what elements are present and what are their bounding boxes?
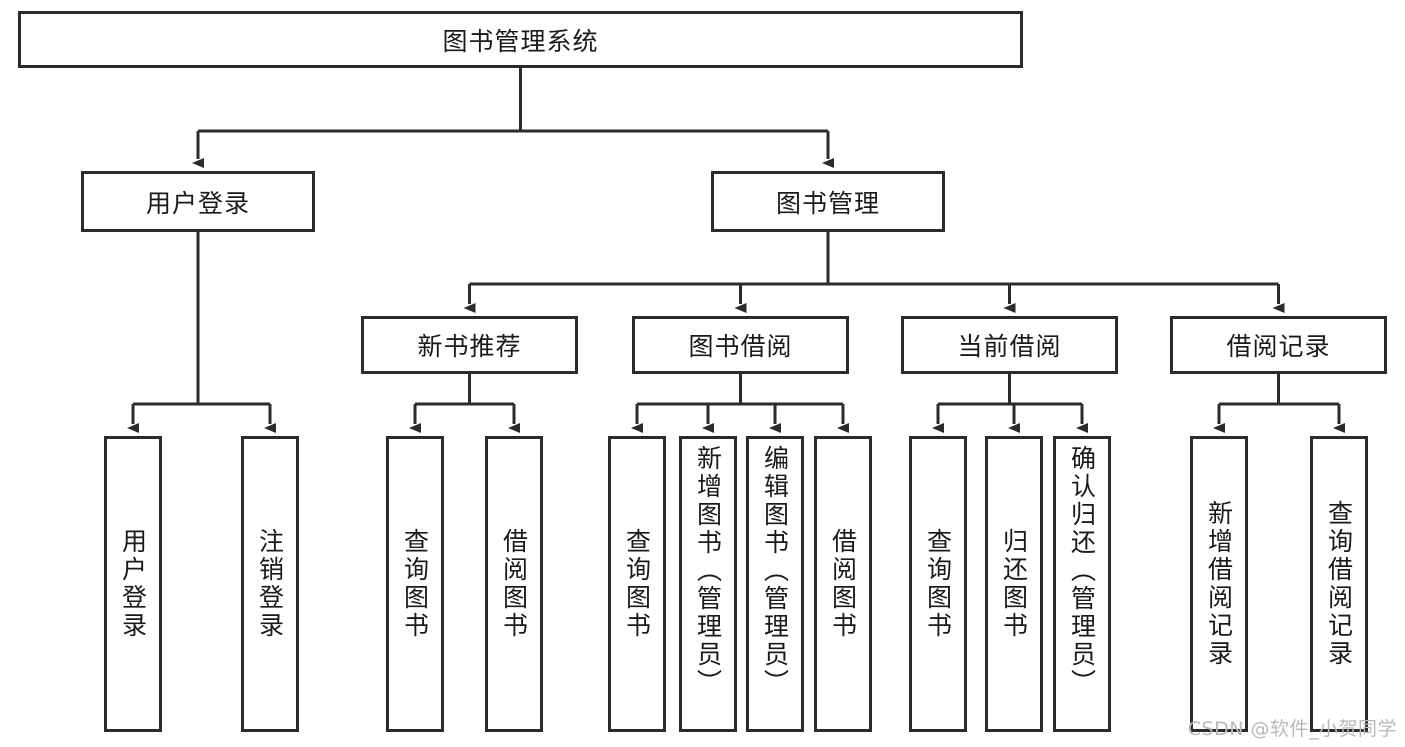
- csdn-watermark: CSDN @软件_小贺同学: [1187, 718, 1397, 740]
- node-label: 图书管理系统: [442, 26, 599, 56]
- node-label: 确认归还（管理员）: [1067, 445, 1097, 697]
- node-label: 归还图书: [999, 528, 1029, 640]
- node-leaf-add-book: 新增图书（管理员）: [679, 436, 737, 732]
- node-label: 借阅记录: [1226, 332, 1331, 361]
- node-label: 编辑图书（管理员）: [760, 445, 790, 697]
- node-root: 图书管理系统: [18, 11, 1023, 68]
- node-label: 查询图书: [400, 528, 430, 640]
- node-label: 新增借阅记录: [1204, 500, 1234, 668]
- node-label: 新增图书（管理员）: [693, 445, 723, 697]
- node-label: 查询图书: [923, 528, 953, 640]
- node-label: 借阅图书: [828, 528, 858, 640]
- node-leaf-query-record: 查询借阅记录: [1310, 436, 1368, 732]
- node-leaf-return-book: 归还图书: [985, 436, 1043, 732]
- node-leaf-logout: 注销登录: [241, 436, 299, 732]
- node-label: 借阅图书: [499, 528, 529, 640]
- node-leaf-add-record: 新增借阅记录: [1190, 436, 1248, 732]
- node-user-login: 用户登录: [81, 171, 315, 232]
- node-book-borrow: 图书借阅: [632, 316, 849, 374]
- node-new-book-rec: 新书推荐: [361, 316, 578, 374]
- node-leaf-edit-book: 编辑图书（管理员）: [746, 436, 804, 732]
- node-label: 图书借阅: [688, 332, 793, 361]
- node-leaf-query-book-rec: 查询图书: [386, 436, 444, 732]
- node-label: 查询借阅记录: [1324, 500, 1354, 668]
- node-borrow-record: 借阅记录: [1170, 316, 1387, 374]
- node-book-manage: 图书管理: [711, 171, 945, 232]
- node-label: 注销登录: [255, 528, 285, 640]
- node-label: 当前借阅: [957, 332, 1062, 361]
- node-label: 查询图书: [622, 528, 652, 640]
- node-label: 用户登录: [145, 188, 250, 218]
- node-current-borrow: 当前借阅: [901, 316, 1118, 374]
- node-leaf-query-book: 查询图书: [608, 436, 666, 732]
- node-label: 新书推荐: [417, 332, 522, 361]
- node-leaf-user-login: 用户登录: [104, 436, 162, 732]
- node-leaf-borrow-book-rec: 借阅图书: [485, 436, 543, 732]
- node-leaf-confirm-return: 确认归还（管理员）: [1053, 436, 1111, 732]
- node-leaf-borrow-book: 借阅图书: [814, 436, 872, 732]
- node-label: 用户登录: [118, 528, 148, 640]
- node-leaf-query-current: 查询图书: [909, 436, 967, 732]
- node-label: 图书管理: [775, 188, 880, 218]
